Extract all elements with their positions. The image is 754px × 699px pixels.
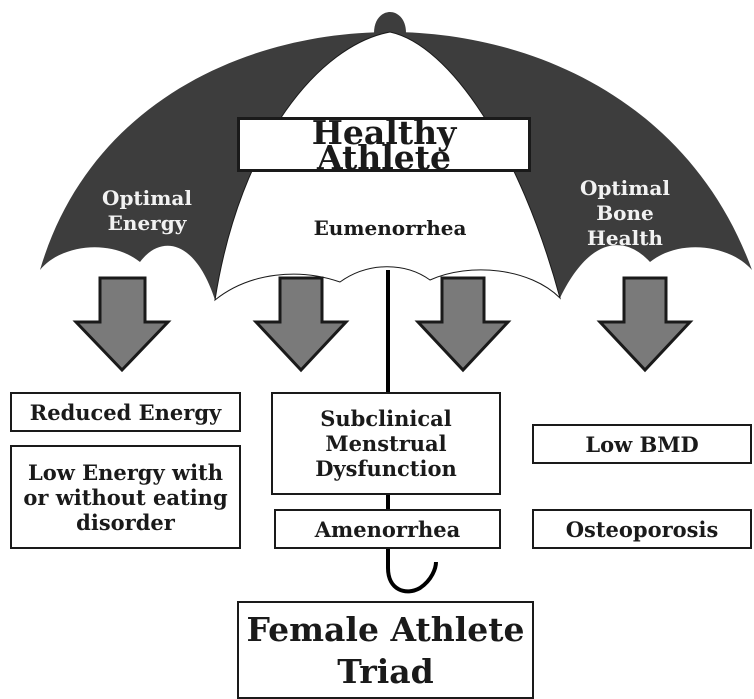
down-arrow-bone [596,276,694,373]
umbrella-tip [374,12,406,33]
osteoporosis-box: Osteoporosis [532,509,752,549]
subclinical-menstrual-dysfunction-box: Subclinical Menstrual Dysfunction [271,392,501,495]
down-arrow-energy [72,276,172,373]
umbrella-left-panel [40,32,390,300]
optimal-energy-label: Optimal Energy [102,186,192,235]
female-athlete-triad-box: Female Athlete Triad [237,601,534,699]
low-bmd-box: Low BMD [532,424,752,464]
optimal-bone-health-label: Optimal Bone Health [580,176,670,250]
healthy-athlete-title: Healthy Athlete [237,116,531,174]
low-energy-box: Low Energy with or without eating disord… [10,445,241,549]
amenorrhea-box: Amenorrhea [274,509,501,549]
umbrella-handle [386,270,438,594]
eumenorrhea-label: Eumenorrhea [313,216,467,240]
down-arrow-menstrual-right [414,276,512,373]
down-arrow-menstrual-left [252,276,350,373]
umbrella-right-panel [390,32,752,298]
reduced-energy-box: Reduced Energy [10,392,241,432]
